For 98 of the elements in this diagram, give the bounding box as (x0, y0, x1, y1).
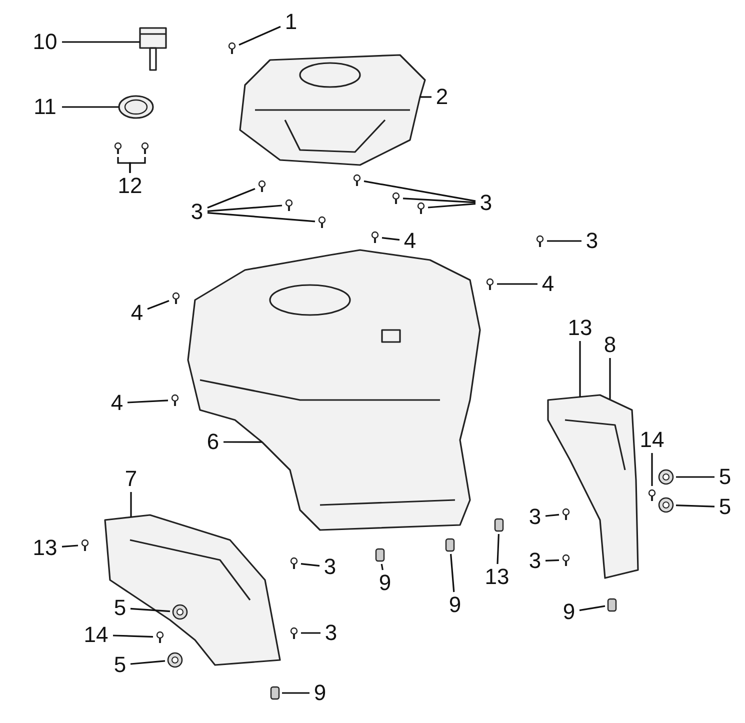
callout-number: 6 (206, 430, 220, 454)
callout-number: 4 (404, 229, 416, 253)
callout-number: 1 (284, 10, 298, 34)
leader-line (127, 400, 168, 404)
callout-number: 14 (84, 623, 108, 647)
callout-number: 9 (314, 681, 326, 705)
nut-icon (167, 652, 183, 668)
nut-icon (172, 604, 188, 620)
callout-number: 3 (324, 621, 338, 645)
screw-icon (284, 198, 294, 212)
callout-number: 4 (110, 391, 124, 415)
screw-icon (391, 191, 401, 205)
callout-number: 3 (586, 229, 598, 253)
screw-icon (561, 507, 571, 521)
leader-line (301, 632, 320, 634)
leader-line (62, 106, 119, 108)
callout-number: 7 (124, 467, 138, 491)
leader-line (676, 504, 715, 508)
screw-icon (370, 230, 380, 244)
screw-icon (80, 538, 90, 552)
callout-number: 3 (528, 549, 542, 573)
screw-icon (561, 553, 571, 567)
screw-icon (227, 41, 237, 55)
leader-line (129, 157, 146, 173)
leader-line (579, 341, 581, 398)
leader-line (651, 453, 653, 486)
screw-icon (155, 630, 165, 644)
leader-line (224, 441, 262, 443)
screw-icon (317, 215, 327, 229)
callout-number: 5 (114, 653, 126, 677)
callout-number: 5 (718, 465, 732, 489)
leader-line (496, 534, 500, 564)
clip-icon (494, 518, 504, 532)
callout-number: 13 (484, 565, 510, 589)
leader-line (62, 544, 78, 548)
leader-line (62, 41, 140, 43)
callout-number: 11 (34, 95, 56, 119)
leader-line (147, 300, 170, 310)
callout-number: 9 (562, 600, 576, 624)
callout-number: 3 (324, 555, 336, 579)
screw-icon (140, 141, 150, 155)
leader-line (609, 358, 611, 399)
callout-number: 13 (568, 316, 592, 340)
screw-icon (416, 201, 426, 215)
leader-line (420, 96, 432, 98)
clip-icon (445, 538, 455, 552)
callout-number: 14 (640, 428, 664, 452)
leader-line (428, 203, 476, 208)
leader-line (676, 476, 714, 478)
leader-line (382, 237, 400, 241)
screw-icon (289, 556, 299, 570)
leader-line (402, 198, 476, 204)
callout-number: 3 (528, 505, 542, 529)
screw-icon (171, 291, 181, 305)
callout-number: 12 (118, 174, 142, 198)
leader-line (300, 563, 320, 567)
screw-icon (170, 393, 180, 407)
leader-line (545, 559, 560, 562)
leader-line (282, 692, 310, 694)
leader-line (207, 204, 282, 212)
callout-number: 5 (718, 495, 732, 519)
leader-line (238, 26, 281, 46)
callout-number: 8 (604, 333, 616, 357)
screw-icon (485, 277, 495, 291)
leader-line (130, 660, 166, 665)
screw-icon (535, 234, 545, 248)
screw-icon (113, 141, 123, 155)
clip-icon (270, 686, 280, 700)
callout-number: 4 (542, 272, 554, 296)
leader-line (497, 283, 538, 285)
callout-number: 9 (378, 571, 392, 595)
clip-icon (375, 548, 385, 562)
screw-icon (647, 488, 657, 502)
callout-number: 5 (114, 596, 126, 620)
screw-icon (352, 173, 362, 187)
screw-icon (289, 626, 299, 640)
callout-number: 2 (436, 85, 448, 109)
leader-line (545, 514, 560, 517)
leader-line (547, 240, 582, 242)
callout-number: 3 (480, 191, 492, 215)
nut-icon (658, 497, 674, 513)
callout-number: 3 (190, 200, 204, 224)
leader-line (364, 180, 476, 202)
leader-line (130, 608, 170, 612)
leader-line (207, 212, 316, 222)
callout-number: 4 (130, 301, 144, 325)
nut-icon (658, 469, 674, 485)
leader-line (112, 634, 154, 638)
callout-number: 9 (448, 593, 462, 617)
leader-line (450, 554, 455, 592)
callout-number: 10 (32, 30, 58, 54)
leader-line (207, 188, 256, 209)
callout-number: 13 (32, 536, 58, 560)
leader-line (579, 605, 606, 612)
leader-line (130, 492, 132, 517)
clip-icon (607, 598, 617, 612)
leader-line (380, 564, 384, 570)
screw-icon (257, 179, 267, 193)
